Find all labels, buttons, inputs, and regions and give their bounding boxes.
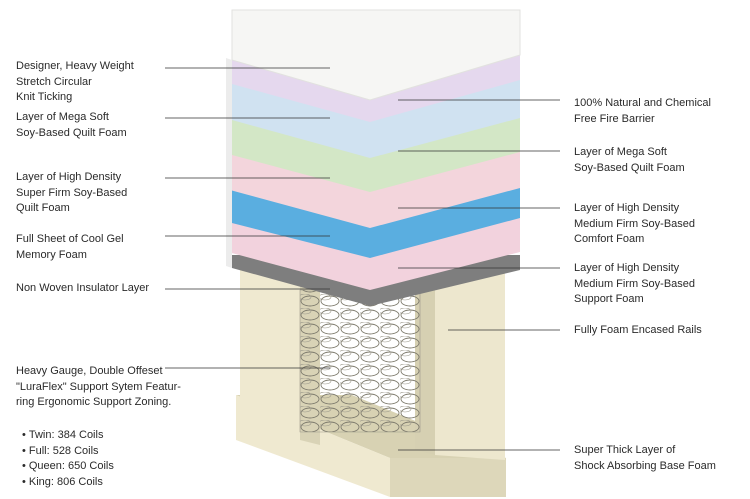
label-comfort-foam: Layer of High Density Medium Firm Soy-Ba… — [574, 202, 696, 245]
coil-count-twin: Twin: 384 Coils — [22, 428, 114, 444]
leader-lines-right — [398, 99, 560, 451]
coil-count-king: King: 806 Coils — [22, 475, 114, 491]
coil-count-list: Twin: 384 Coils Full: 528 Coils Queen: 6… — [22, 428, 114, 490]
label-gel-memory-foam: Full Sheet of Cool Gel Memory Foam — [16, 233, 124, 261]
comfort-layers — [226, 9, 521, 306]
label-left-quilt-foam: Layer of Mega Soft Soy-Based Quilt Foam — [16, 111, 127, 139]
label-super-firm-foam: Layer of High Density Super Firm Soy-Bas… — [16, 171, 128, 214]
label-knit-ticking: Designer, Heavy Weight Stretch Circular … — [16, 60, 134, 103]
coil-core — [299, 289, 421, 433]
label-encased-rails: Fully Foam Encased Rails — [574, 324, 702, 336]
label-base-foam: Super Thick Layer of Shock Absorbing Bas… — [574, 444, 716, 472]
coil-count-full: Full: 528 Coils — [22, 444, 114, 460]
leader-lines-left — [165, 67, 330, 369]
label-insulator-layer: Non Woven Insulator Layer — [16, 282, 150, 294]
label-right-quilt-foam: Layer of Mega Soft Soy-Based Quilt Foam — [574, 146, 685, 174]
ticking-layer — [231, 9, 521, 101]
label-fire-barrier: 100% Natural and Chemical Free Fire Barr… — [574, 97, 711, 125]
label-support-system: Heavy Gauge, Double Offeset "LuraFlex" S… — [16, 365, 181, 408]
coil-count-queen: Queen: 650 Coils — [22, 459, 114, 475]
label-support-foam: Layer of High Density Medium Firm Soy-Ba… — [574, 262, 696, 305]
